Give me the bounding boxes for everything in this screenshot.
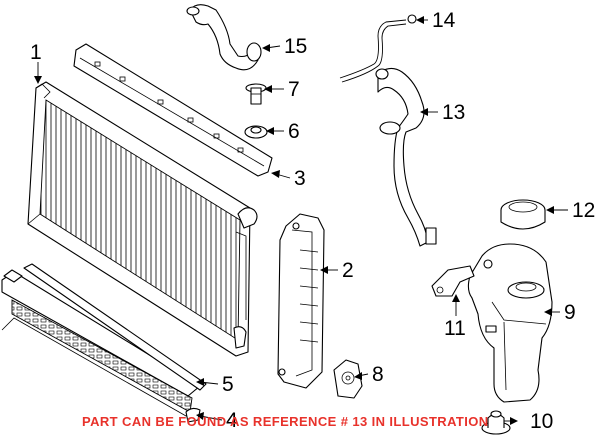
part-9-expansion-reservoir	[467, 243, 553, 403]
callout-3: 3	[294, 167, 306, 190]
part-12-reservoir-cap	[500, 199, 546, 230]
callout-15: 15	[284, 35, 308, 58]
callout-10: 10	[530, 410, 554, 433]
part-2-air-duct	[277, 213, 325, 389]
part-6-grommet	[244, 125, 268, 139]
callout-13: 13	[442, 101, 466, 124]
part-8-bracket	[333, 359, 363, 399]
callout-5: 5	[222, 373, 234, 396]
callout-9: 9	[564, 301, 576, 324]
part-3-upper-bracket	[73, 43, 273, 177]
reference-notice: PART CAN BE FOUND AS REFERENCE # 13 IN I…	[82, 414, 489, 429]
leader-lines	[34, 16, 568, 425]
part-14-vent-line	[339, 14, 417, 83]
part-15-upper-hose	[186, 4, 262, 71]
callout-12: 12	[572, 199, 596, 222]
callout-4: 4	[226, 409, 238, 432]
part-10-mount-rubber	[481, 410, 511, 435]
part-4-front-strip	[23, 263, 207, 423]
callout-2: 2	[342, 259, 354, 282]
part-7-push-pin	[245, 83, 267, 105]
callout-6: 6	[288, 120, 300, 143]
callout-1: 1	[30, 41, 42, 64]
callout-11: 11	[444, 317, 466, 340]
part-1-radiator	[27, 81, 258, 357]
callout-14: 14	[432, 9, 456, 32]
part-13-lower-hose	[375, 67, 437, 247]
callout-8: 8	[372, 363, 384, 386]
part-11-bracket	[431, 265, 475, 297]
callout-7: 7	[288, 78, 300, 101]
